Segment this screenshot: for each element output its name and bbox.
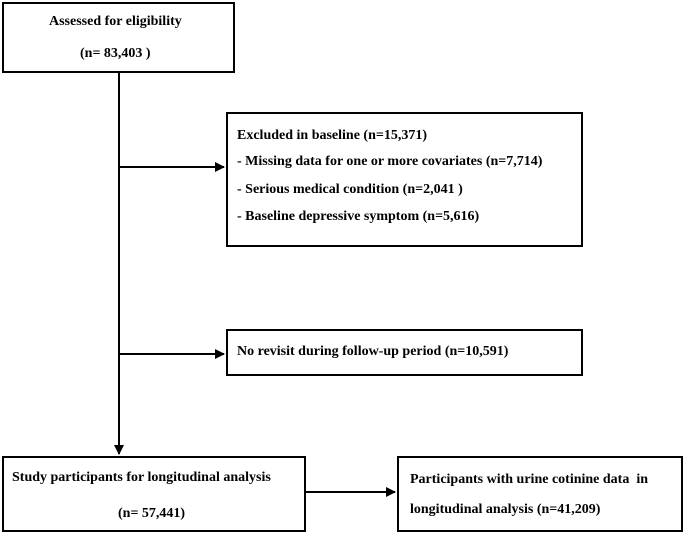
study-participants-count: (n= 57,441) (118, 506, 186, 521)
study-participants-title: Study participants for longitudinal anal… (12, 470, 271, 485)
assessed-title: Assessed for eligibility (49, 14, 182, 29)
excluded-baseline-box: Excluded in baseline (n=15,371) - Missin… (226, 112, 583, 247)
excluded-item-serious-condition: - Serious medical condition (n=2,041 ) (237, 182, 463, 197)
assessed-count: (n= 83,403 ) (80, 46, 151, 61)
cotinine-participants-box: Participants with urine cotinine data in… (397, 456, 683, 532)
study-participants-box: Study participants for longitudinal anal… (2, 456, 306, 532)
excluded-item-missing-covariates: - Missing data for one or more covariate… (237, 154, 543, 169)
cotinine-participants-line1: Participants with urine cotinine data in (410, 472, 649, 487)
no-revisit-title: No revisit during follow-up period (n=10… (237, 344, 509, 359)
cotinine-participants-line2: longitudinal analysis (n=41,209) (410, 502, 601, 517)
excluded-baseline-title: Excluded in baseline (n=15,371) (237, 128, 428, 143)
excluded-item-depressive-symptom: - Baseline depressive symptom (n=5,616) (237, 209, 480, 224)
no-revisit-box: No revisit during follow-up period (n=10… (226, 329, 583, 376)
assessed-box: Assessed for eligibility (n= 83,403 ) (2, 2, 235, 73)
